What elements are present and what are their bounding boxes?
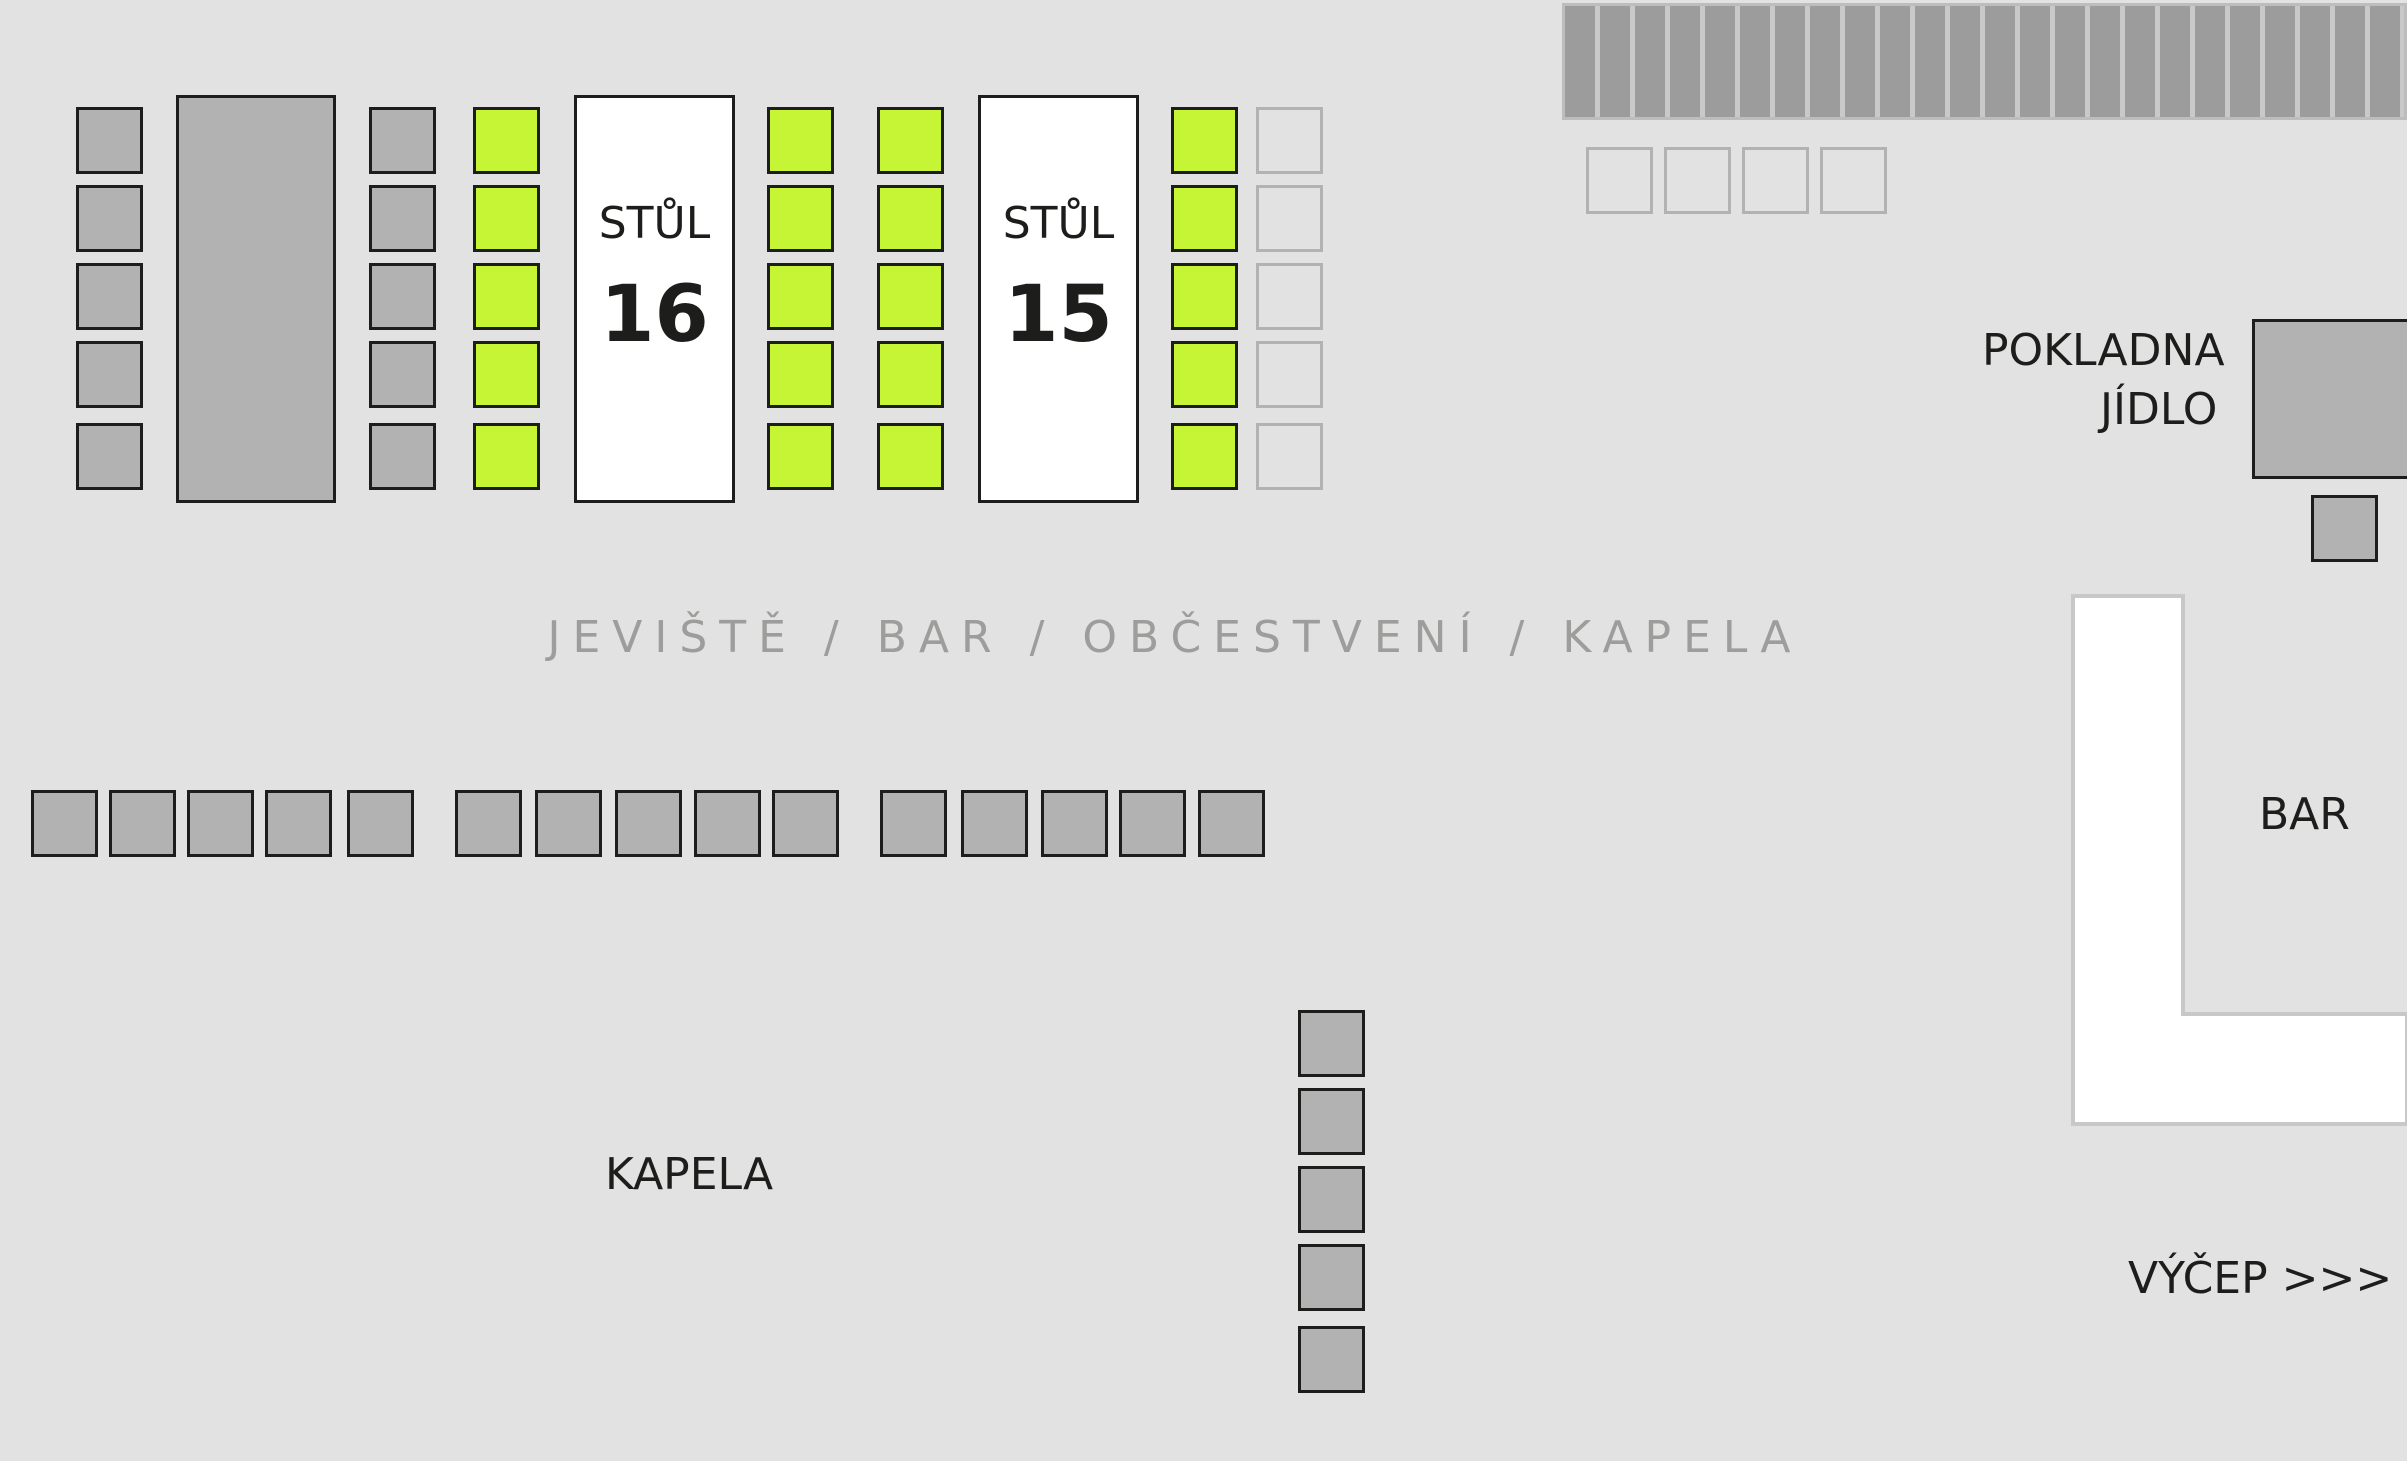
seat — [455, 790, 522, 857]
seat-free[interactable] — [877, 341, 944, 408]
seat — [694, 790, 761, 857]
tap-label[interactable]: VÝČEP >>> — [2128, 1253, 2393, 1304]
seat — [76, 341, 143, 408]
table-16[interactable]: STŮL 16 — [574, 95, 735, 503]
seat-free[interactable] — [473, 107, 540, 174]
seat — [1298, 1326, 1365, 1393]
seat — [1298, 1088, 1365, 1155]
seat-free[interactable] — [1171, 185, 1238, 252]
seat — [369, 341, 436, 408]
seat — [76, 185, 143, 252]
seat-free[interactable] — [877, 107, 944, 174]
seat — [880, 790, 947, 857]
seat-free[interactable] — [473, 263, 540, 330]
seat — [187, 790, 254, 857]
seat-free[interactable] — [877, 263, 944, 330]
seat — [109, 790, 176, 857]
seat-free[interactable] — [473, 185, 540, 252]
seat — [1041, 790, 1108, 857]
table-blank — [176, 95, 336, 503]
table-16-number: 16 — [600, 270, 709, 360]
seat — [1298, 1166, 1365, 1233]
seat — [1119, 790, 1186, 857]
table-15-number: 15 — [1004, 270, 1113, 360]
bar-label: BAR — [2259, 789, 2350, 840]
seat-free[interactable] — [1171, 423, 1238, 490]
seat-free[interactable] — [473, 341, 540, 408]
seat-free[interactable] — [767, 263, 834, 330]
seat-placeholder — [1256, 185, 1323, 252]
seat — [369, 263, 436, 330]
seat — [76, 263, 143, 330]
seat — [772, 790, 839, 857]
table-16-caption: STŮL — [598, 198, 711, 249]
seat-free[interactable] — [877, 423, 944, 490]
seat-free[interactable] — [1171, 107, 1238, 174]
cashier-seat — [2311, 495, 2378, 562]
seat-free[interactable] — [877, 185, 944, 252]
seat-placeholder — [1256, 341, 1323, 408]
cashier-counter — [2252, 319, 2407, 479]
cashier-label-line2: JÍDLO — [2100, 384, 2218, 435]
seat-placeholder — [1256, 423, 1323, 490]
table-15[interactable]: STŮL 15 — [978, 95, 1139, 503]
seat — [961, 790, 1028, 857]
seat-placeholder — [1256, 263, 1323, 330]
seat — [76, 423, 143, 490]
seat — [1198, 790, 1265, 857]
rack-shelf — [1562, 3, 2407, 120]
seat — [369, 185, 436, 252]
seat — [347, 790, 414, 857]
seat — [369, 107, 436, 174]
seat-free[interactable] — [767, 423, 834, 490]
stool-placeholder — [1742, 147, 1809, 214]
seat-free[interactable] — [473, 423, 540, 490]
seat — [265, 790, 332, 857]
seat — [535, 790, 602, 857]
seat-free[interactable] — [767, 341, 834, 408]
seat — [369, 423, 436, 490]
seat — [1298, 1010, 1365, 1077]
table-15-caption: STŮL — [1002, 198, 1115, 249]
seat — [31, 790, 98, 857]
seat-free[interactable] — [767, 107, 834, 174]
seat-free[interactable] — [767, 185, 834, 252]
seat — [1298, 1244, 1365, 1311]
band-label: KAPELA — [605, 1149, 774, 1200]
seat — [76, 107, 143, 174]
stage-label: JEVIŠTĚ / BAR / OBČESTVENÍ / KAPELA — [547, 612, 1803, 663]
stool-placeholder — [1586, 147, 1653, 214]
cashier-label-line1: POKLADNA — [1982, 325, 2225, 376]
seat-placeholder — [1256, 107, 1323, 174]
seat — [615, 790, 682, 857]
stool-placeholder — [1664, 147, 1731, 214]
seat-free[interactable] — [1171, 341, 1238, 408]
seat-free[interactable] — [1171, 263, 1238, 330]
stool-placeholder — [1820, 147, 1887, 214]
